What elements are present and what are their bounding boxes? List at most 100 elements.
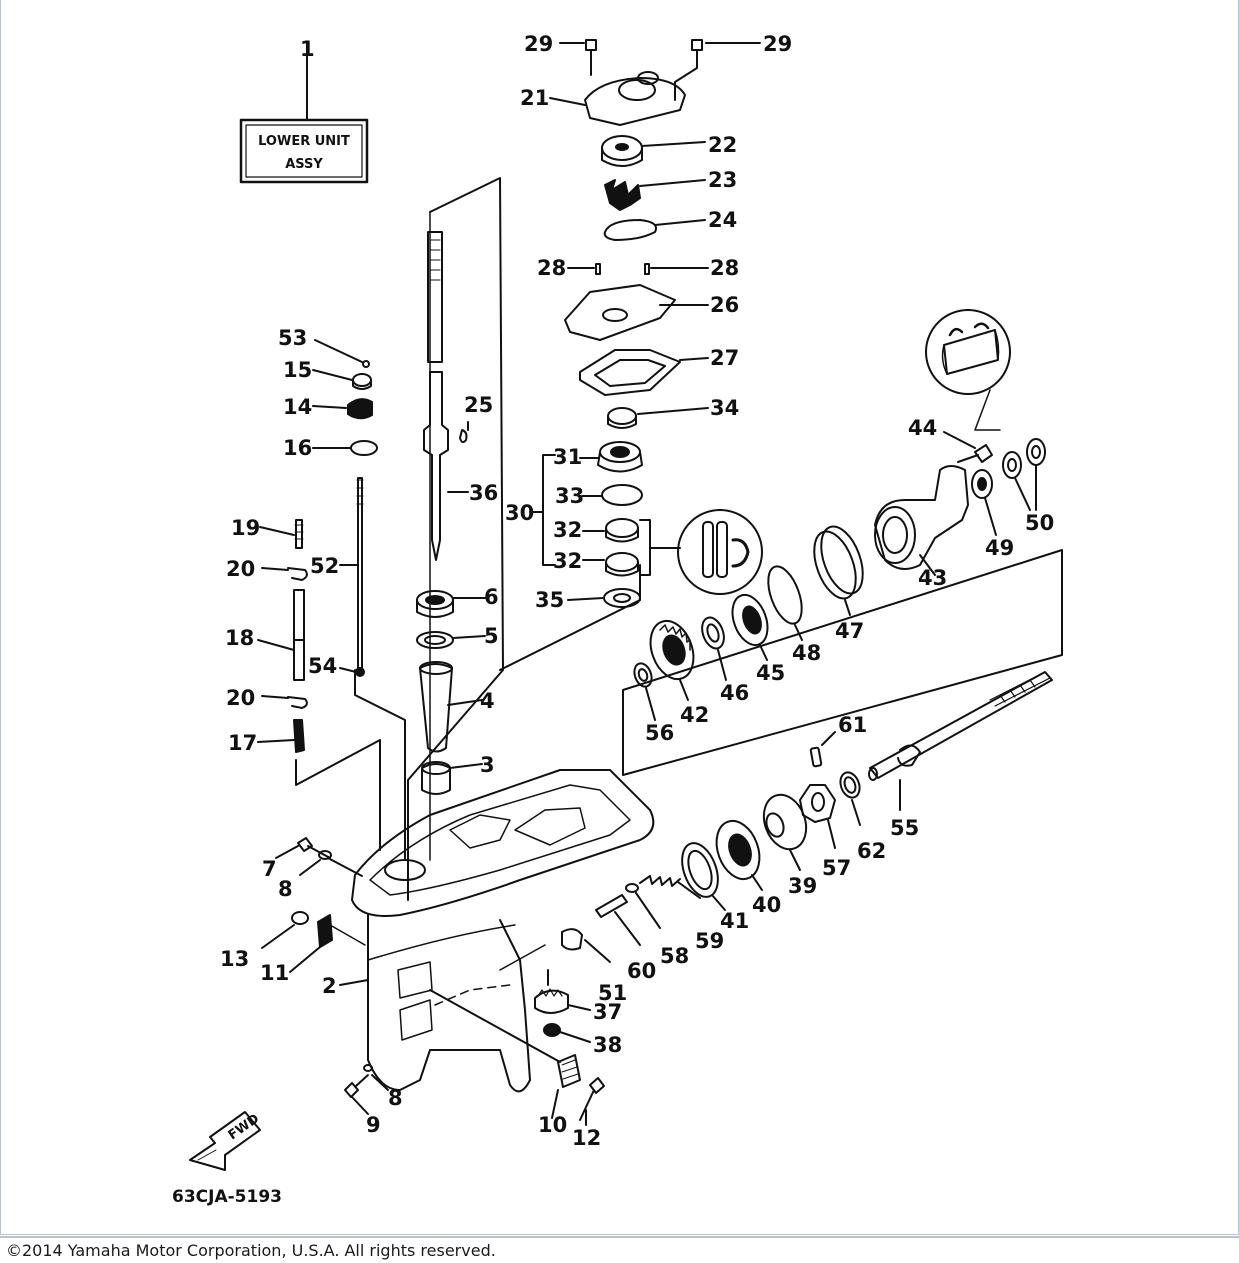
callout: 23 xyxy=(708,168,737,192)
callout: 20 xyxy=(226,686,255,710)
oring-16 xyxy=(350,440,378,456)
grease-callout-circle-bearing xyxy=(925,309,1011,395)
callout: 28 xyxy=(710,256,739,280)
bolt-9 xyxy=(344,1074,369,1098)
oring-24 xyxy=(603,219,657,241)
callout: 56 xyxy=(645,721,674,745)
anode-10 xyxy=(557,1054,581,1088)
key-25 xyxy=(459,429,468,444)
lower-casing-body xyxy=(367,914,531,1093)
callout: 8 xyxy=(278,877,293,901)
callout: 12 xyxy=(572,1126,601,1150)
nut-15 xyxy=(352,373,372,387)
washer-35 xyxy=(603,588,641,608)
bearing-49 xyxy=(971,469,993,499)
outer-plate xyxy=(564,284,676,341)
reverse-gear-42 xyxy=(649,619,695,681)
callout: 24 xyxy=(708,208,737,232)
callout: 44 xyxy=(908,416,937,440)
callout: 10 xyxy=(538,1113,567,1137)
callout: 42 xyxy=(680,703,709,727)
shift-cam-17 xyxy=(293,719,305,753)
callout: 53 xyxy=(278,326,307,350)
seal-34 xyxy=(607,407,637,425)
callout: 43 xyxy=(918,566,947,590)
callout: 27 xyxy=(710,346,739,370)
pump-housing xyxy=(584,77,686,126)
callout: 35 xyxy=(535,588,564,612)
callout: 21 xyxy=(520,86,549,110)
shim-46 xyxy=(701,616,725,650)
plunger-60 xyxy=(595,894,628,918)
drive-shaft-lower xyxy=(423,371,449,561)
ball-58 xyxy=(625,883,639,893)
pinion-37 xyxy=(534,989,569,1014)
oil-seal-50-b xyxy=(1026,438,1046,466)
footer: ©2014 Yamaha Motor Corporation, U.S.A. A… xyxy=(0,1236,1239,1263)
callout: 25 xyxy=(464,393,493,417)
callout: 32 xyxy=(553,549,582,573)
callout: 18 xyxy=(225,626,254,650)
pin-61 xyxy=(809,746,823,768)
sleeve-4 xyxy=(419,663,453,753)
callout: 9 xyxy=(366,1113,381,1137)
callout: 58 xyxy=(660,944,689,968)
bearing-3 xyxy=(421,763,451,795)
ball-54 xyxy=(355,667,365,677)
drive-shaft-upper xyxy=(427,231,443,363)
callout: 33 xyxy=(555,484,584,508)
callout: 30 xyxy=(505,501,534,525)
callout: 14 xyxy=(283,395,312,419)
callout: 40 xyxy=(752,893,781,917)
callout: 37 xyxy=(593,1000,622,1024)
callout: 22 xyxy=(708,133,737,157)
callout: 47 xyxy=(835,619,864,643)
grease-callout-circle-seal xyxy=(677,509,763,595)
impeller xyxy=(604,179,641,211)
nut-38 xyxy=(543,1023,561,1037)
callout: 3 xyxy=(480,753,495,777)
callout: 15 xyxy=(283,358,312,382)
fwd-arrow-icon xyxy=(189,1111,261,1171)
lever-14 xyxy=(347,398,373,420)
bolt-29-left xyxy=(585,39,597,76)
callout: 29 xyxy=(763,32,792,56)
callout: 6 xyxy=(484,585,499,609)
nut-13 xyxy=(291,911,309,925)
bolt-29-right xyxy=(674,39,703,101)
callout: 5 xyxy=(484,624,499,648)
propeller-shaft-55 xyxy=(869,671,1053,779)
washer-8-bottom xyxy=(363,1064,373,1072)
callout: 60 xyxy=(627,959,656,983)
callout: 36 xyxy=(469,481,498,505)
callout-labels: 1 2 3 4 5 6 7 8 8 9 10 11 12 13 14 15 16… xyxy=(220,32,1054,1150)
oil-seal-32-bottom xyxy=(605,552,639,572)
callout: 20 xyxy=(226,557,255,581)
dowel-28-right xyxy=(644,263,650,275)
callout: 41 xyxy=(720,909,749,933)
callout: 48 xyxy=(792,641,821,665)
clip-20-top xyxy=(287,567,308,581)
pin-19 xyxy=(295,519,303,549)
bolt-12 xyxy=(579,1077,605,1121)
callout: 28 xyxy=(537,256,566,280)
bolt-44 xyxy=(957,444,993,463)
propshaft-housing-43 xyxy=(874,465,969,570)
thrust-39 xyxy=(762,793,808,851)
callout: 19 xyxy=(231,516,260,540)
callout: 39 xyxy=(788,874,817,898)
water-pump-group-line xyxy=(499,564,641,671)
assembly-label-box xyxy=(239,118,369,184)
callout: 7 xyxy=(262,857,277,881)
callout: 52 xyxy=(310,554,339,578)
fwd-label: FWD xyxy=(226,1111,263,1143)
bracket-30 xyxy=(542,454,556,566)
callout: 49 xyxy=(985,536,1014,560)
callout: 17 xyxy=(228,731,257,755)
callout: 32 xyxy=(553,518,582,542)
propshaft-group-outline xyxy=(622,549,1063,776)
clip-20-bottom xyxy=(287,696,308,709)
callout: 8 xyxy=(388,1086,403,1110)
spring-62 xyxy=(839,771,861,799)
callout: 57 xyxy=(822,856,851,880)
